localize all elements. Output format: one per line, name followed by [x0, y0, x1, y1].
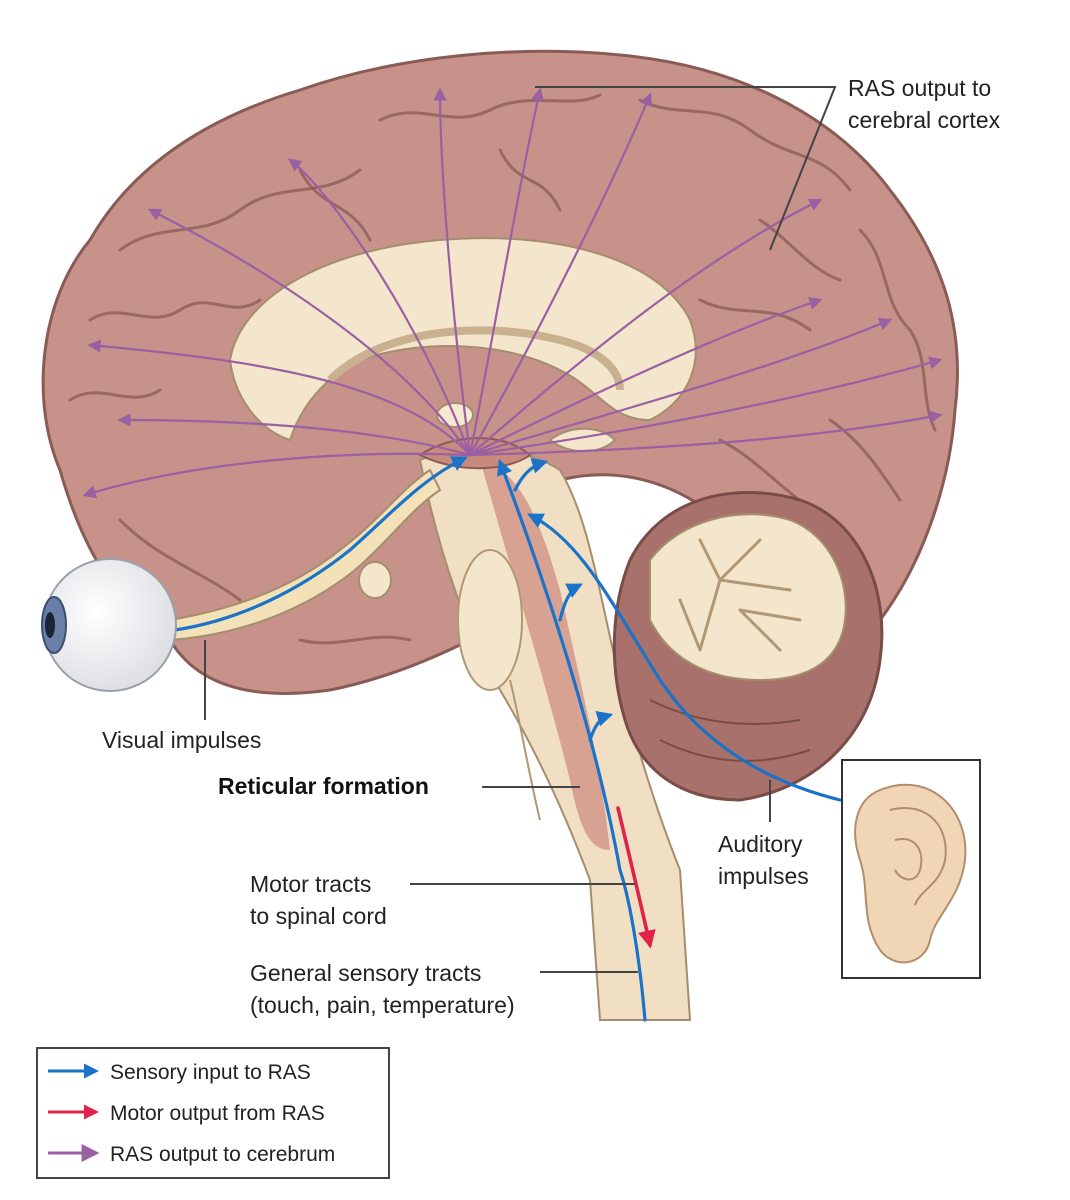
branch-arrow	[588, 711, 614, 742]
leader-lines	[204, 86, 837, 973]
label-ras-cortex-line1: RAS output to	[848, 75, 991, 101]
label-motor-line2: to spinal cord	[250, 903, 387, 929]
cerebrum-outline	[41, 49, 959, 695]
legend: Sensory input to RAS Motor output from R…	[36, 1047, 390, 1179]
ras-output-arrow	[87, 339, 472, 457]
legend-label-motor: Motor output from RAS	[110, 1102, 325, 1125]
label-general-line1: General sensory tracts	[250, 960, 481, 986]
legend-label-sensory: Sensory input to RAS	[110, 1061, 311, 1084]
ras-output-arrow	[468, 317, 893, 457]
reticular-formation-region	[480, 460, 610, 850]
eye	[41, 558, 177, 692]
ras-output-arrow	[287, 158, 472, 457]
label-reticular-formation: Reticular formation	[218, 773, 429, 799]
legend-label-ras: RAS output to cerebrum	[110, 1143, 335, 1166]
label-general-line2: (touch, pain, temperature)	[250, 992, 515, 1018]
ras-output-arrow	[468, 198, 823, 457]
ear	[854, 783, 967, 964]
optic-nerve	[169, 468, 442, 642]
label-ras-cortex-line2: cerebral cortex	[848, 107, 1001, 133]
label-auditory-line1: Auditory	[718, 831, 803, 857]
motor-pathway	[616, 806, 656, 949]
spinal-sensory-arrow	[497, 459, 647, 1022]
ear-inset	[841, 759, 981, 979]
ras-output-arrow	[468, 92, 652, 457]
motor-output-arrow	[616, 806, 656, 949]
ras-output-arrow	[468, 356, 943, 457]
label-auditory-line2: impulses	[718, 863, 809, 889]
labels: RAS output to cerebral cortex Visual imp…	[102, 75, 1001, 1018]
cerebellum	[612, 491, 884, 802]
ras-output-arrow	[468, 410, 943, 457]
branch-arrow	[513, 458, 549, 492]
label-motor-line1: Motor tracts	[250, 871, 371, 897]
label-visual-impulses: Visual impulses	[102, 727, 261, 753]
ras-output-arrow	[82, 452, 472, 499]
visual-sensory-arrow	[173, 456, 468, 632]
ras-output-arrow	[468, 87, 545, 457]
sensory-pathways	[173, 456, 842, 1022]
auditory-sensory-arrow	[527, 513, 842, 802]
ras-output-pathways	[82, 87, 943, 499]
ras-output-arrow	[468, 297, 823, 457]
branch-arrow	[558, 583, 583, 622]
cerebrum	[41, 49, 959, 695]
ras-output-arrow	[433, 87, 472, 457]
ras-output-arrow	[117, 413, 472, 457]
ras-output-arrow	[147, 208, 472, 457]
